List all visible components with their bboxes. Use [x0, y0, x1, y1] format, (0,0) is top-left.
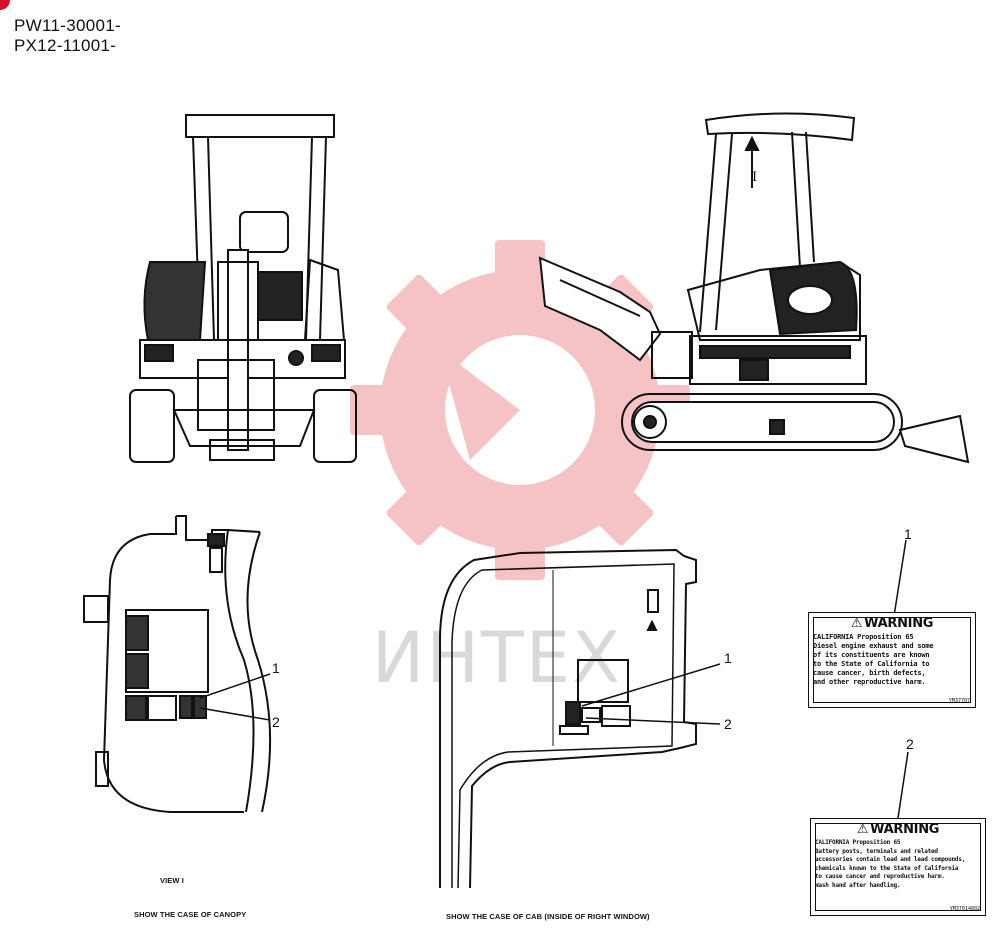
warning-label-1-line: Diesel engine exhaust and some — [813, 642, 934, 650]
callout-canopy-1: 1 — [272, 660, 280, 676]
callout-label-1: 1 — [904, 526, 912, 542]
serial-range-2: PX12-11001- — [14, 36, 117, 55]
view-arrow-label: I — [752, 170, 758, 185]
callout-label-2: 2 — [906, 736, 914, 752]
warning-label-2-line: CALIFORNIA Proposition 65 — [815, 839, 901, 846]
canopy-detail-drawing — [83, 515, 272, 813]
warning-label-2-heading: WARNING — [870, 822, 940, 837]
callout-cab-1: 1 — [724, 650, 732, 666]
warning-label-2-line: Wash hand after handling. — [815, 881, 901, 889]
cab-detail-drawing — [439, 548, 721, 889]
leader-line-label-1 — [893, 539, 907, 617]
warning-label-1-line: and other reproductive harm. — [813, 678, 926, 686]
callout-canopy-2: 2 — [272, 714, 280, 730]
warning-label-2-line: chemicals known to the State of Californ… — [815, 864, 959, 872]
warning-label-2: ⚠WARNING CALIFORNIA Proposition 65 Batte… — [810, 818, 986, 916]
watermark-text: ИНТЕХ — [372, 617, 622, 699]
corner-mark — [0, 0, 10, 10]
callout-cab-2: 2 — [724, 716, 732, 732]
warning-triangle-icon: ⚠ — [850, 616, 863, 631]
serial-range-1: PW11-30001- — [14, 16, 121, 35]
warning-triangle-icon: ⚠ — [856, 822, 869, 837]
warning-label-1-line: of its constituents are known — [813, 651, 930, 659]
warning-label-2-line: Battery posts, terminals and related — [815, 847, 938, 855]
front-view-drawing — [129, 114, 357, 463]
warning-label-1-line: to the State of California to — [813, 660, 930, 668]
warning-label-1: ⚠WARNING CALIFORNIA Proposition 65 Diese… — [808, 612, 976, 708]
warning-label-2-line: accessories contain lead and lead compou… — [815, 856, 966, 863]
warning-label-1-line: cause cancer, birth defects, — [813, 669, 926, 677]
warning-label-1-heading: WARNING — [864, 616, 934, 631]
view-label: VIEW I — [160, 876, 184, 885]
warning-label-1-code: YM37707 — [948, 698, 970, 704]
warning-label-2-code: YM37014802 — [949, 906, 980, 912]
leader-line-label-2 — [897, 751, 909, 819]
side-view-drawing — [538, 112, 970, 464]
warning-label-2-line: to cause cancer and reproductive harm. — [815, 873, 945, 880]
warning-label-1-line: CALIFORNIA Proposition 65 — [813, 633, 914, 641]
caption-canopy: SHOW THE CASE OF CANOPY — [134, 910, 247, 919]
caption-cab: SHOW THE CASE OF CAB (INSIDE OF RIGHT WI… — [446, 912, 650, 921]
